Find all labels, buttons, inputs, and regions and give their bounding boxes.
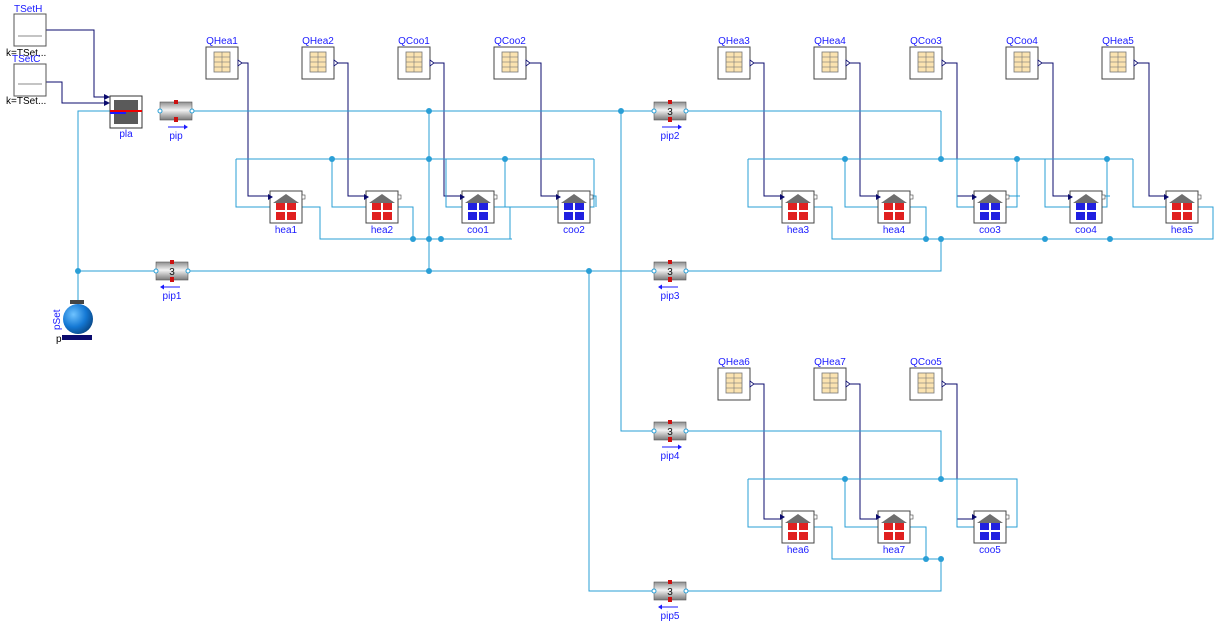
label-pip5: pip5 xyxy=(661,611,680,622)
label-pip3: pip3 xyxy=(661,291,680,302)
table-QHea7[interactable]: QHea7 xyxy=(813,357,851,401)
loads-layer: hea1 hea2 coo1 coo2 hea3 hea4 coo3 coo4 hea5 hea6… xyxy=(268,190,1202,556)
load-hea5[interactable]: hea5 xyxy=(1164,190,1202,236)
table-QCoo5[interactable]: QCoo5 xyxy=(909,357,947,401)
pipe-segments-pip2: 3 xyxy=(667,107,673,118)
label-coo4: coo4 xyxy=(1075,225,1097,236)
label-hea4: hea4 xyxy=(883,225,906,236)
load-coo1[interactable]: coo1 xyxy=(460,190,498,236)
label-hea3: hea3 xyxy=(787,225,810,236)
load-coo5[interactable]: coo5 xyxy=(972,510,1010,556)
table-QHea4[interactable]: QHea4 xyxy=(813,36,851,80)
load-hea7[interactable]: hea7 xyxy=(876,510,914,556)
load-hea3[interactable]: hea3 xyxy=(780,190,818,236)
label-QCoo3: QCoo3 xyxy=(910,36,942,47)
label-hea1: hea1 xyxy=(275,225,298,236)
label-QHea2: QHea2 xyxy=(302,36,334,47)
table-QHea5[interactable]: QHea5 xyxy=(1101,36,1139,80)
load-coo3[interactable]: coo3 xyxy=(972,190,1010,236)
label-pla: pla xyxy=(119,129,133,140)
label-QHea6: QHea6 xyxy=(718,357,750,368)
svg-text:p: p xyxy=(56,334,62,345)
label-coo3: coo3 xyxy=(979,225,1001,236)
label-coo5: coo5 xyxy=(979,545,1001,556)
table-QCoo2[interactable]: QCoo2 xyxy=(493,36,531,80)
pipe-pip2[interactable]: 3 pip2 xyxy=(651,100,689,142)
load-coo4[interactable]: coo4 xyxy=(1068,190,1106,236)
load-hea1[interactable]: hea1 xyxy=(268,190,306,236)
table-QCoo4[interactable]: QCoo4 xyxy=(1005,36,1043,80)
pipe-pip5[interactable]: 3 pip5 xyxy=(651,580,689,622)
pipe-segments-pip1: 3 xyxy=(169,267,175,278)
tables-layer: QHea1 QHea2 QCoo1 QCoo2 QHea3 QHea4 QCoo3 QCoo4… xyxy=(205,36,1139,401)
label-coo1: coo1 xyxy=(467,225,489,236)
load-hea2[interactable]: hea2 xyxy=(364,190,402,236)
label-pip4: pip4 xyxy=(661,451,680,462)
label-QHea1: QHea1 xyxy=(206,36,238,47)
load-hea4[interactable]: hea4 xyxy=(876,190,914,236)
label-QCoo1: QCoo1 xyxy=(398,36,430,47)
table-QHea1[interactable]: QHea1 xyxy=(205,36,243,80)
label-pip: pip xyxy=(169,131,183,142)
table-QCoo3[interactable]: QCoo3 xyxy=(909,36,947,80)
water-lines xyxy=(77,110,1214,592)
label-pip1: pip1 xyxy=(163,291,182,302)
label-pip2: pip2 xyxy=(661,131,680,142)
pipe-segments-pip3: 3 xyxy=(667,267,673,278)
table-QHea3[interactable]: QHea3 xyxy=(717,36,755,80)
label-coo2: coo2 xyxy=(563,225,585,236)
label-hea2: hea2 xyxy=(371,225,394,236)
pipe-pip4[interactable]: 3 pip4 xyxy=(651,420,689,462)
label-QCoo2: QCoo2 xyxy=(494,36,526,47)
label-hea5: hea5 xyxy=(1171,225,1194,236)
junction-dots xyxy=(75,108,1113,562)
label-QHea4: QHea4 xyxy=(814,36,846,47)
pipe-segments-pip5: 3 xyxy=(667,587,673,598)
pipe-pip1[interactable]: 3 pip1 xyxy=(153,260,191,302)
table-QHea2[interactable]: QHea2 xyxy=(301,36,339,80)
boundary-pSet[interactable]: pSet p xyxy=(52,300,93,345)
param-TSetC: k=TSet... xyxy=(6,96,46,107)
label-QCoo5: QCoo5 xyxy=(910,357,942,368)
signal-lines xyxy=(46,29,1164,520)
param-TSetH: k=TSet... xyxy=(6,48,46,59)
label-QHea7: QHea7 xyxy=(814,357,846,368)
label-QHea3: QHea3 xyxy=(718,36,750,47)
label-TSetC: TSetC xyxy=(12,54,40,65)
setpoint-TSetC[interactable]: TSetC k=TSet... xyxy=(6,54,47,107)
load-coo2[interactable]: coo2 xyxy=(556,190,594,236)
setpoint-TSetH[interactable]: TSetH k=TSet... xyxy=(6,4,47,59)
label-hea6: hea6 xyxy=(787,545,810,556)
label-QCoo4: QCoo4 xyxy=(1006,36,1038,47)
pipe-segments-pip4: 3 xyxy=(667,427,673,438)
label-pSet: pSet xyxy=(52,309,63,330)
table-QHea6[interactable]: QHea6 xyxy=(717,357,755,401)
label-TSetH: TSetH xyxy=(14,4,42,15)
table-QCoo1[interactable]: QCoo1 xyxy=(397,36,435,80)
pipe-pip3[interactable]: 3 pip3 xyxy=(651,260,689,302)
pipe-pip[interactable]: pip xyxy=(157,100,195,142)
plant-block[interactable]: pla xyxy=(104,94,143,140)
label-QHea5: QHea5 xyxy=(1102,36,1134,47)
load-hea6[interactable]: hea6 xyxy=(780,510,818,556)
label-hea7: hea7 xyxy=(883,545,906,556)
